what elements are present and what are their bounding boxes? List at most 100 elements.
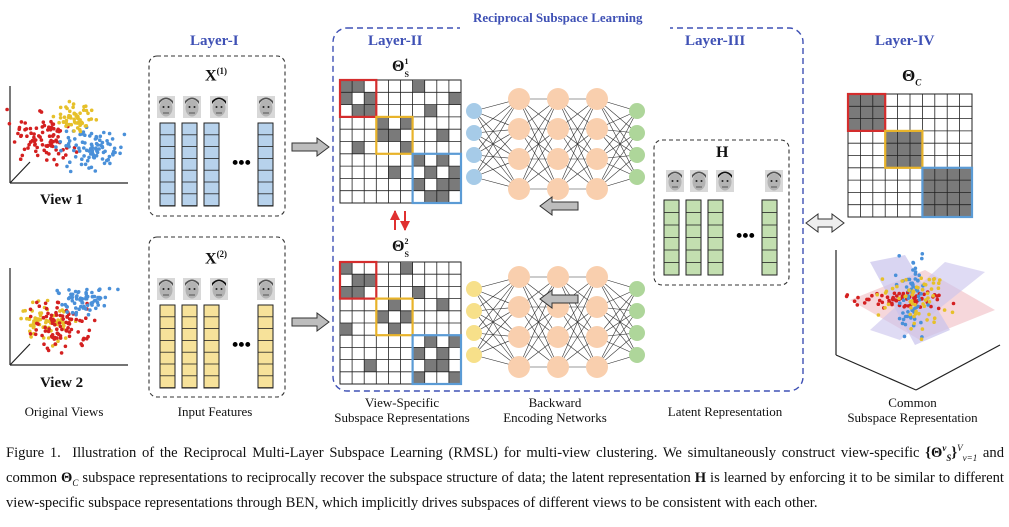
backward-encoding-network-2 xyxy=(466,266,645,378)
scatter-point xyxy=(74,143,78,147)
layer-3-title: Layer-III xyxy=(685,33,746,49)
scatter-point xyxy=(67,334,72,339)
scatter-point xyxy=(65,310,69,314)
scatter-point xyxy=(914,305,918,310)
matrix-cell xyxy=(364,359,377,372)
scatter-point xyxy=(64,328,68,333)
matrix-cell xyxy=(959,192,972,205)
scatter-point xyxy=(118,151,122,156)
scatter-point xyxy=(925,291,930,296)
scatter-point xyxy=(38,313,43,318)
matrix-cell xyxy=(872,106,886,119)
scatter-point xyxy=(72,146,77,150)
block-outline xyxy=(884,129,924,169)
block-outline xyxy=(411,334,463,386)
face-icon xyxy=(666,170,684,192)
scatter-point xyxy=(72,111,77,116)
matrix-cell xyxy=(860,118,873,131)
scatter-point xyxy=(908,312,912,317)
scatter-point xyxy=(931,281,936,285)
scatter-point xyxy=(911,268,915,272)
scatter-point xyxy=(40,143,45,147)
matrix-cell xyxy=(947,192,960,205)
scatter-point xyxy=(48,128,53,132)
scatter-point xyxy=(66,135,71,140)
network-node xyxy=(586,296,608,318)
scatter-point xyxy=(42,123,47,128)
scatter-point xyxy=(43,325,47,330)
scatter-point xyxy=(74,150,79,154)
layer-1-title: Layer-I xyxy=(190,33,239,49)
scatter-point xyxy=(67,288,71,292)
scatter-point xyxy=(919,320,923,325)
face-icon xyxy=(690,170,708,192)
scatter-point xyxy=(100,140,105,145)
scatter-point xyxy=(89,152,93,156)
matrix-cell xyxy=(885,130,898,144)
scatter-point xyxy=(102,130,106,135)
scatter-point xyxy=(919,292,923,296)
scatter-point xyxy=(74,297,79,301)
scatter-point xyxy=(919,276,923,281)
scatter-point xyxy=(56,127,60,132)
scatter-point xyxy=(74,306,78,310)
scatter-point xyxy=(98,287,102,292)
scatter-point xyxy=(84,124,89,128)
scatter-point xyxy=(79,162,84,167)
block-outline xyxy=(921,166,974,219)
matrix-cell xyxy=(947,204,960,217)
scatter-point xyxy=(50,344,55,348)
matrix-cell xyxy=(959,167,972,181)
scatter-point xyxy=(926,303,930,307)
network-node xyxy=(547,148,569,170)
scatter-point xyxy=(28,332,33,336)
scatter-point xyxy=(88,134,92,138)
scatter-point xyxy=(82,154,86,158)
scatter-point xyxy=(917,273,921,278)
scatter-point xyxy=(83,133,87,137)
scatter-point xyxy=(81,337,85,342)
network-node xyxy=(547,118,569,140)
view1-scatter-axes xyxy=(9,86,128,184)
scatter-point xyxy=(887,298,891,303)
scatter-point xyxy=(51,114,56,119)
scatter-point xyxy=(54,148,58,152)
scatter-point xyxy=(913,302,917,307)
scatter-point xyxy=(19,133,24,138)
scatter-point xyxy=(62,115,67,119)
scatter-point xyxy=(41,120,46,124)
matrix-cell xyxy=(910,130,923,144)
left-arrow-icon xyxy=(539,196,579,216)
matrix-cell xyxy=(412,286,425,299)
scatter-point xyxy=(70,292,75,297)
scatter-point xyxy=(88,308,92,312)
theta-c-symbol: ΘC xyxy=(902,66,922,88)
theta-s1-matrix xyxy=(338,78,463,205)
scatter-point xyxy=(29,140,33,144)
scatter-point xyxy=(29,335,33,339)
scatter-point xyxy=(22,147,27,152)
scatter-point xyxy=(58,116,63,120)
scatter-point xyxy=(893,273,898,278)
scatter-point xyxy=(94,141,99,146)
scatter-point xyxy=(844,294,849,299)
scatter-point xyxy=(68,109,72,114)
network-node xyxy=(508,148,530,170)
scatter-point xyxy=(49,119,53,124)
scatter-point xyxy=(926,296,930,300)
network-node xyxy=(629,303,645,319)
scatter-point xyxy=(901,311,905,315)
network-node xyxy=(629,147,645,163)
scatter-point xyxy=(80,121,84,126)
matrix-cell xyxy=(436,190,449,203)
matrix-cell xyxy=(364,92,377,105)
scatter-point xyxy=(83,162,88,167)
scatter-point xyxy=(43,329,48,333)
scatter-point xyxy=(920,256,924,261)
network-node xyxy=(508,118,530,140)
scatter-point xyxy=(42,342,46,347)
latent-box xyxy=(653,139,790,286)
scatter-point xyxy=(60,308,65,312)
matrix-cell xyxy=(424,359,437,372)
network-node xyxy=(466,281,482,297)
